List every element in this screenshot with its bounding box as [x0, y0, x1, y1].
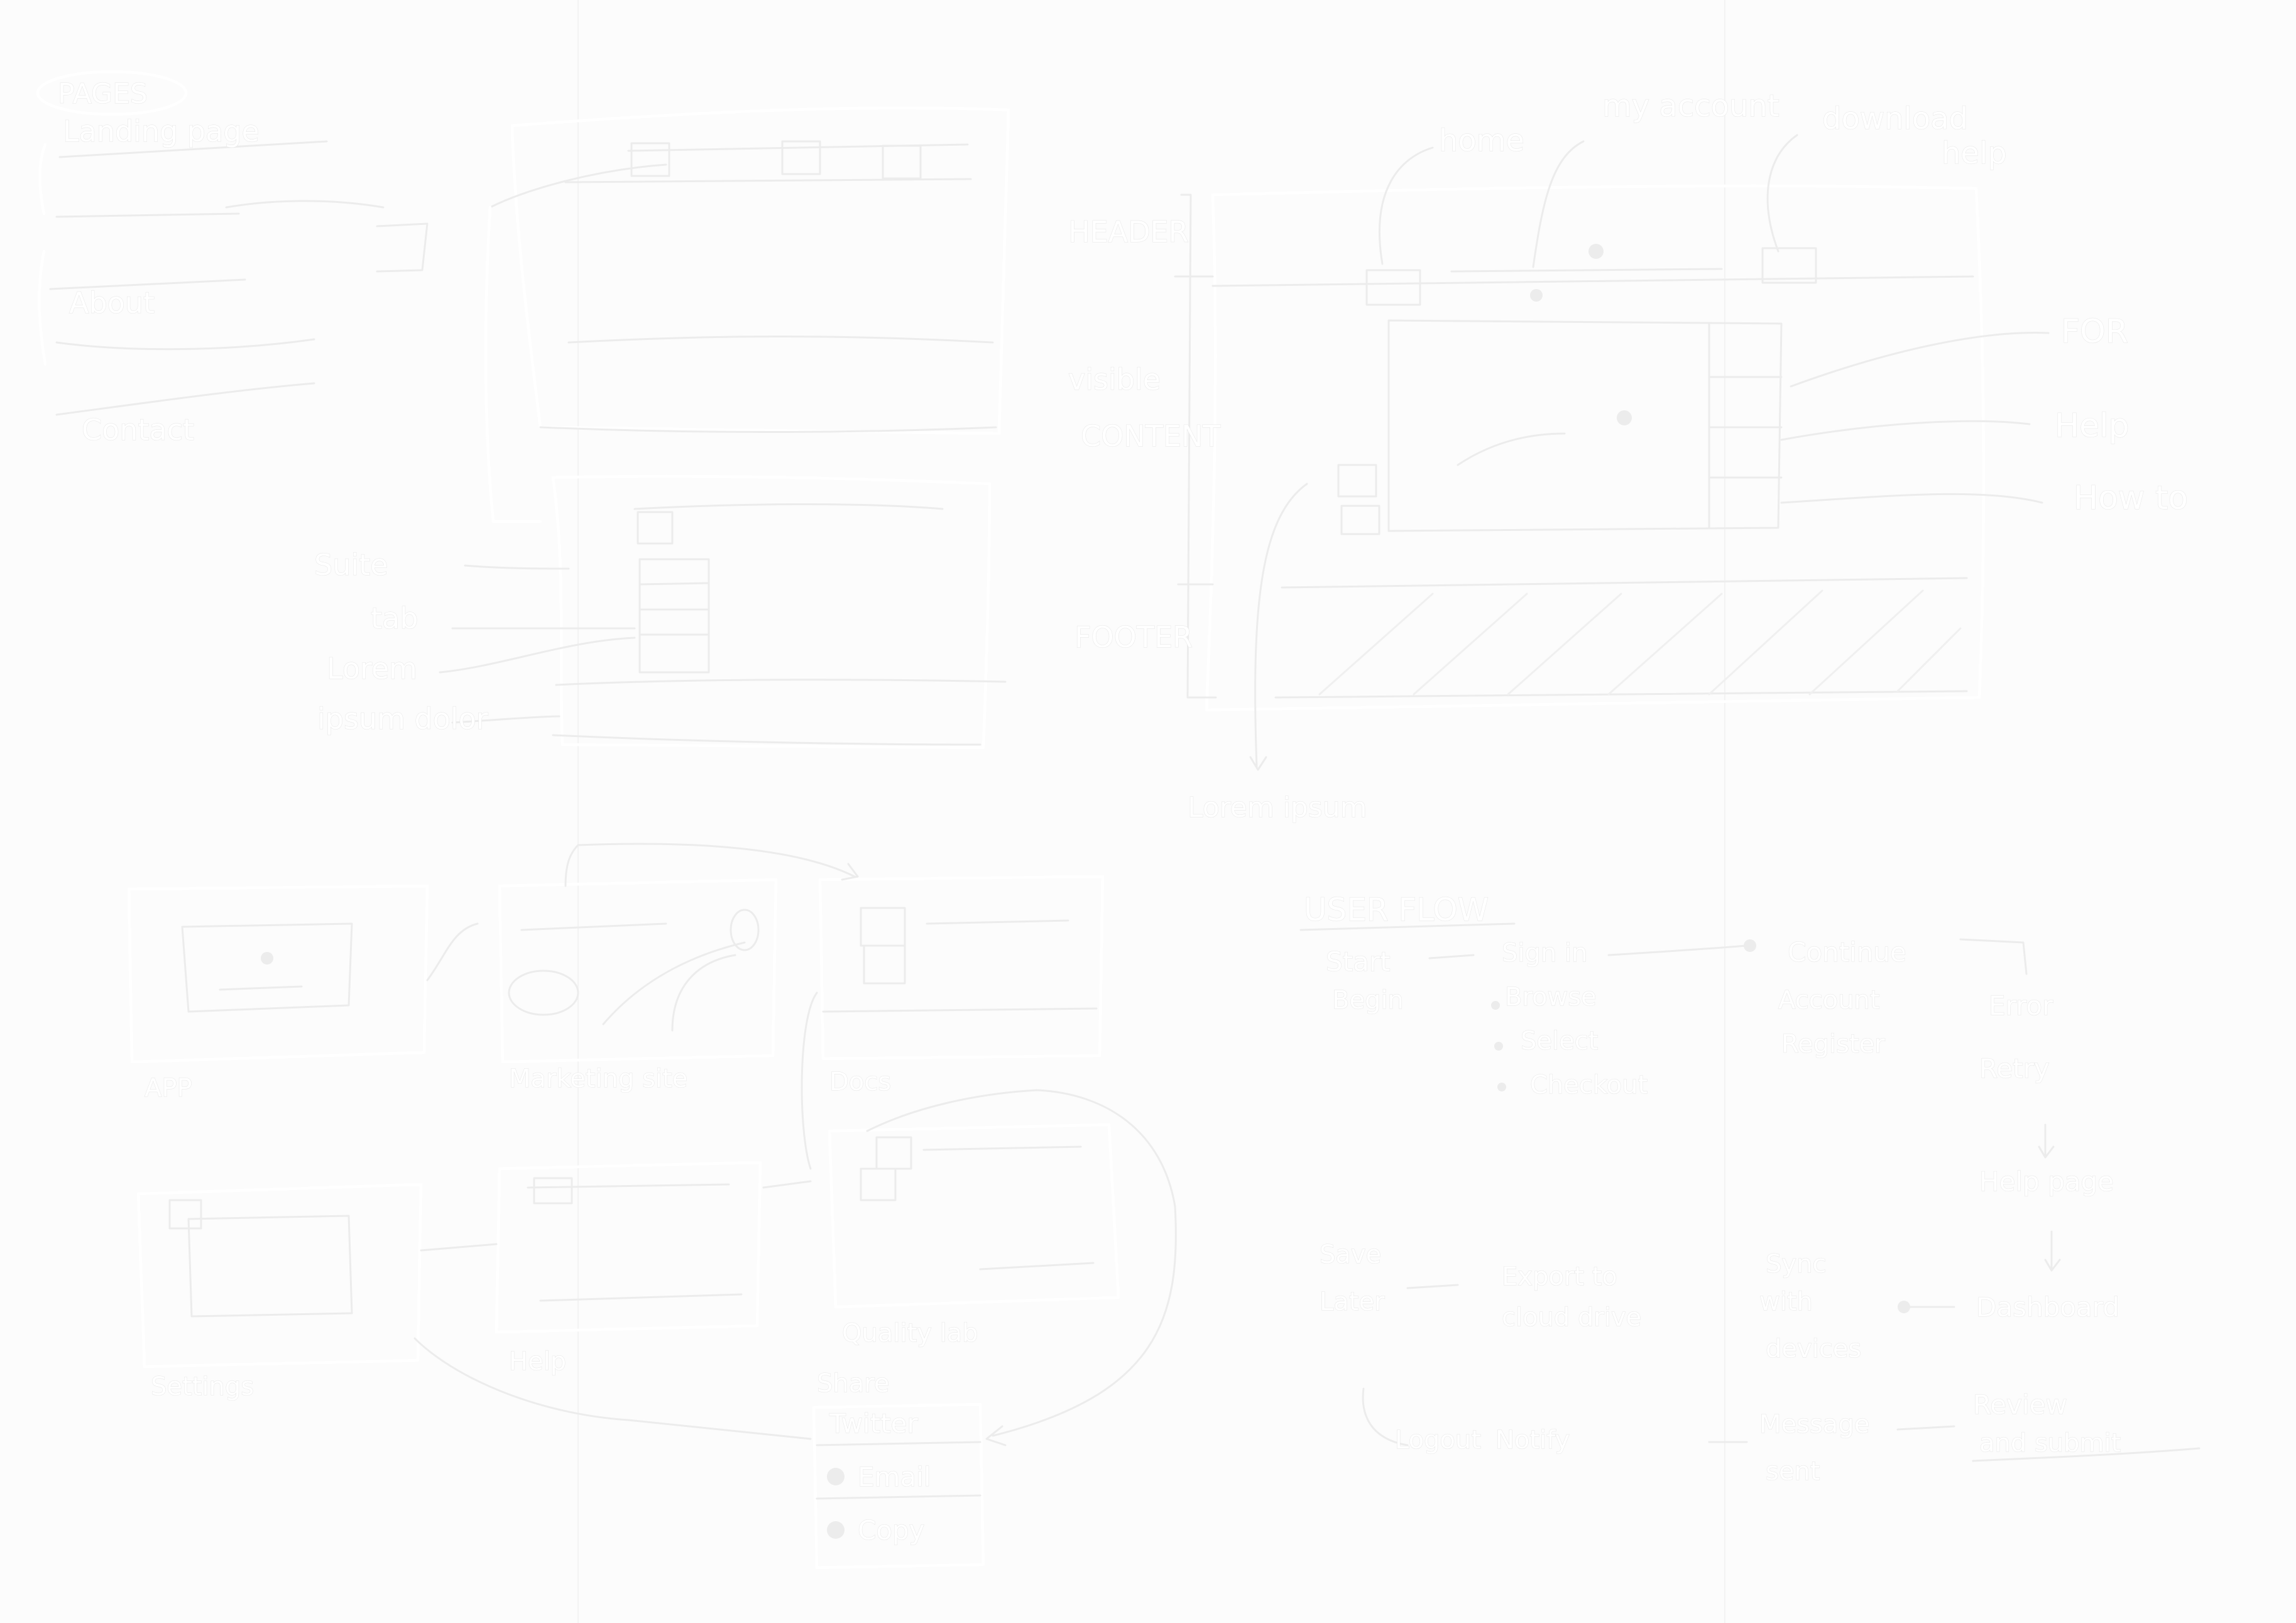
wireframe-top-middle: Suite tab Lorem ipsum dolor [314, 106, 1010, 750]
screen-label-app: APP [145, 1074, 192, 1103]
list-icon [637, 511, 674, 545]
userflow-branch-1: Continue [1788, 937, 1906, 968]
layout-label-content: CONTENT [1081, 419, 1221, 453]
userflow-row3-left: Logout [1395, 1426, 1481, 1455]
tab-box-1 [630, 142, 670, 177]
userflow-branch-5: Retry [1979, 1053, 2050, 1084]
content-icon-2 [1340, 505, 1380, 535]
userflow-row3-right-2: sent [1766, 1457, 1820, 1486]
page-layout-diagram: HEADER visible CONTENT FOOTER home my ac… [1068, 88, 2188, 824]
screen-docs [818, 875, 1105, 1061]
layout-label-footer: FOOTER [1074, 620, 1193, 654]
userflow-step-2: Browse [1505, 983, 1597, 1012]
content-icon-1 [1337, 464, 1377, 498]
userflow-row2-left-1: Save [1320, 1240, 1381, 1269]
notes-item-3: Contact [82, 413, 194, 447]
screen-flow: APP Marketing site Docs Quality lab Help [127, 843, 1177, 1570]
layout-label-header: HEADER [1068, 215, 1189, 249]
screen-label-docs: Docs [829, 1068, 891, 1096]
layout-top-account: my account [1602, 89, 1779, 124]
screen-middle [495, 1161, 762, 1334]
userflow-row3-end-1: Review [1973, 1389, 2067, 1420]
userflow-row3-mid: Notify [1495, 1426, 1570, 1455]
userflow-start: Start [1326, 946, 1391, 977]
screen-label-settings: Settings [151, 1372, 254, 1401]
layout-top-home: home [1439, 123, 1524, 158]
list-box [638, 558, 710, 674]
layout-right-2: Help [2055, 407, 2129, 445]
userflow-row2-mid-2: cloud drive [1502, 1303, 1641, 1332]
userflow-step-1: Sign in [1502, 939, 1587, 968]
screen-label-middle: Help [509, 1347, 566, 1376]
notes-block: PAGES Landing page About Contact [36, 70, 429, 447]
screen-app [127, 884, 429, 1064]
tab-box-2 [781, 140, 821, 175]
share-item-1: Twitter [829, 1408, 918, 1439]
userflow-row2-right-3: devices [1766, 1335, 1861, 1363]
userflow-row2-right-1: Sync [1766, 1250, 1826, 1279]
share-item-2: Email [858, 1462, 931, 1492]
layout-label-visible: visible [1068, 363, 1161, 396]
screen-label-quality: Quality lab [842, 1319, 978, 1348]
userflow-row3-right-1: Message [1759, 1410, 1869, 1439]
userflow-start-sub: Begin [1332, 986, 1404, 1015]
screen-quality [828, 1123, 1120, 1309]
notes-item-1: Landing page [63, 114, 260, 148]
paper-folds [577, 0, 1725, 1623]
screen-marketing [498, 878, 778, 1064]
userflow-title: USER FLOW [1304, 892, 1489, 928]
wf-annotation-1: Suite [314, 548, 388, 582]
userflow-step-3: Select [1521, 1027, 1598, 1056]
wf-annotation-3: Lorem [327, 652, 417, 686]
nav-box-1 [1365, 269, 1421, 306]
share-list [812, 1402, 985, 1570]
userflow-row2-left-2: Later [1320, 1287, 1385, 1316]
userflow-row2-mid-1: Export to [1502, 1262, 1617, 1291]
userflow-row2-end: Dashboard [1976, 1292, 2119, 1323]
screen-label-marketing: Marketing site [509, 1064, 687, 1093]
wf-annotation-4: ipsum dolor [317, 702, 488, 736]
layout-bottom-label: Lorem ipsum [1188, 792, 1367, 824]
notes-header-oval [36, 70, 188, 116]
nav-box-2 [1761, 247, 1817, 284]
userflow-row2-right-2: with [1759, 1287, 1813, 1316]
layout-top-help: help [1942, 136, 2007, 171]
userflow-step-4: Checkout [1530, 1071, 1648, 1100]
share-item-3: Copy [858, 1515, 925, 1546]
notes-header: PAGES [58, 78, 148, 110]
notes-item-2: About [69, 286, 155, 320]
userflow-branch-6: Help page [1979, 1166, 2114, 1197]
layout-right-1: FOR [2061, 313, 2128, 351]
userflow-row3-end-2: and submit [1979, 1429, 2121, 1458]
share-list-title: Share [817, 1369, 889, 1398]
wf-annotation-2: tab [371, 601, 418, 635]
layout-top-download: download [1822, 101, 1968, 136]
userflow-branch-2: Account [1778, 986, 1880, 1015]
userflow-branch-4: Error [1989, 990, 2053, 1021]
screen-settings [136, 1183, 423, 1369]
userflow-branch-3: Register [1781, 1030, 1885, 1059]
layout-right-3: How to [2074, 479, 2188, 517]
user-flow: USER FLOW Start Begin Sign in Browse Sel… [1299, 891, 2200, 1487]
tab-box-3 [882, 145, 922, 180]
